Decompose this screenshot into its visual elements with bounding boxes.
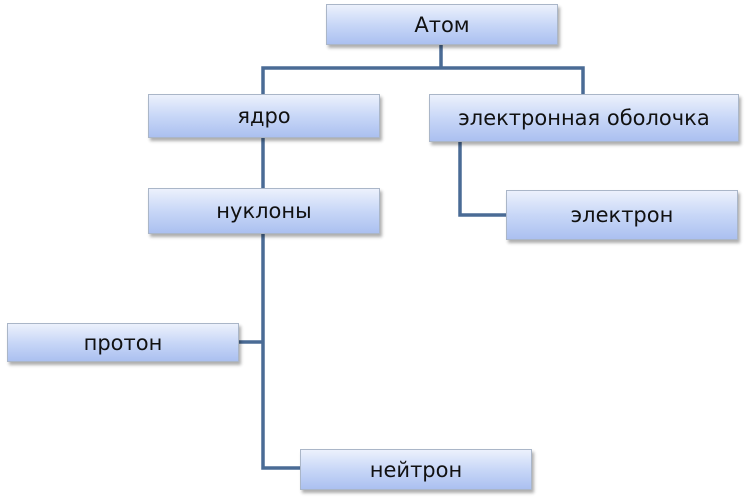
node-electron-shell-label: электронная оболочка xyxy=(458,106,710,130)
node-electron: электрон xyxy=(506,190,738,240)
node-neutron-label: нейтрон xyxy=(369,457,463,482)
node-atom-label: Атом xyxy=(414,12,470,37)
connector-atom-to-children xyxy=(261,45,585,94)
node-electron-shell: электронная оболочка xyxy=(429,94,739,142)
node-neutron: нейтрон xyxy=(300,449,532,490)
node-nucleons: нуклоны xyxy=(148,188,380,234)
node-proton: протон xyxy=(7,323,239,362)
connector-nuklony-to-particles xyxy=(239,234,300,470)
node-atom: Атом xyxy=(326,4,558,45)
node-yadro: ядро xyxy=(148,94,380,138)
connector-obolochka-to-elektron xyxy=(458,142,506,217)
node-electron-label: электрон xyxy=(570,203,674,227)
node-proton-label: протон xyxy=(83,330,163,355)
node-nucleons-label: нуклоны xyxy=(216,199,312,223)
node-yadro-label: ядро xyxy=(237,104,291,128)
